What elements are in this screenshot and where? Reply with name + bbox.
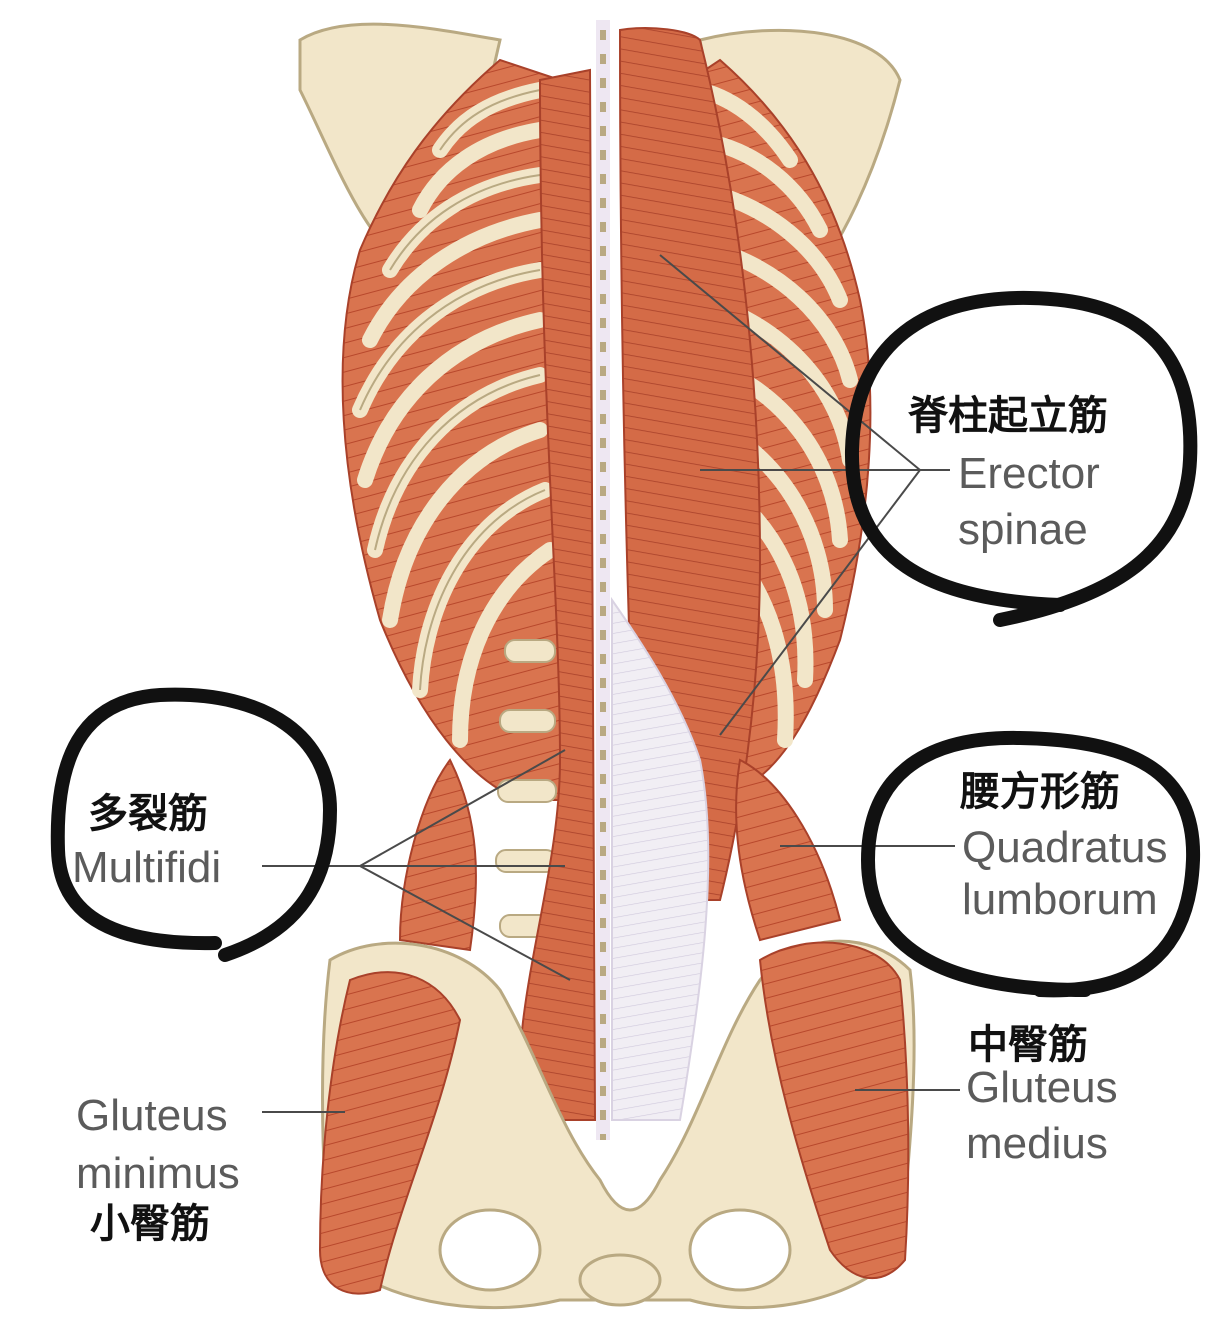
quadratus-circle xyxy=(860,730,1201,998)
quadratus-lumborum-en-label-1: Quadratus xyxy=(962,823,1168,872)
gluteus-medius-muscle xyxy=(758,941,910,1279)
multifidi-en-label: Multifidi xyxy=(72,843,222,892)
quadratus-lumborum-muscle xyxy=(398,758,842,952)
erector-circle xyxy=(844,290,1198,627)
pelvis xyxy=(321,939,916,1310)
gluteus-medius-cn-label: 中臀筋 xyxy=(968,1022,1088,1068)
multifidi-cn-label: 多裂筋 xyxy=(88,791,208,837)
thoracolumbar-fascia xyxy=(611,596,710,1121)
multifidi-circle xyxy=(50,687,338,962)
gluteus-minimus-en-label-2: minimus xyxy=(76,1149,240,1198)
spine xyxy=(596,20,610,1140)
gluteus-medius-en-label-1: Gluteus xyxy=(966,1063,1118,1112)
quadratus-lumborum-cn-label: 腰方形筋 xyxy=(960,769,1120,815)
gluteus-minimus-cn-label: 小臀筋 xyxy=(90,1201,210,1247)
gluteus-minimus-muscle xyxy=(318,971,462,1295)
quadratus-lumborum-en-label-2: lumborum xyxy=(962,875,1158,924)
gluteus-minimus-en-label-1: Gluteus xyxy=(76,1091,228,1140)
erector-spinae-cn-label: 脊柱起立筋 xyxy=(908,393,1108,439)
ribs-left-outline xyxy=(359,89,546,691)
gluteus-medius-en-label-2: medius xyxy=(966,1119,1108,1168)
erector-spinae-en-label-2: spinae xyxy=(958,505,1088,554)
erector-spinae-en-label-1: Erector xyxy=(958,449,1100,498)
highlight-circles xyxy=(50,290,1201,998)
